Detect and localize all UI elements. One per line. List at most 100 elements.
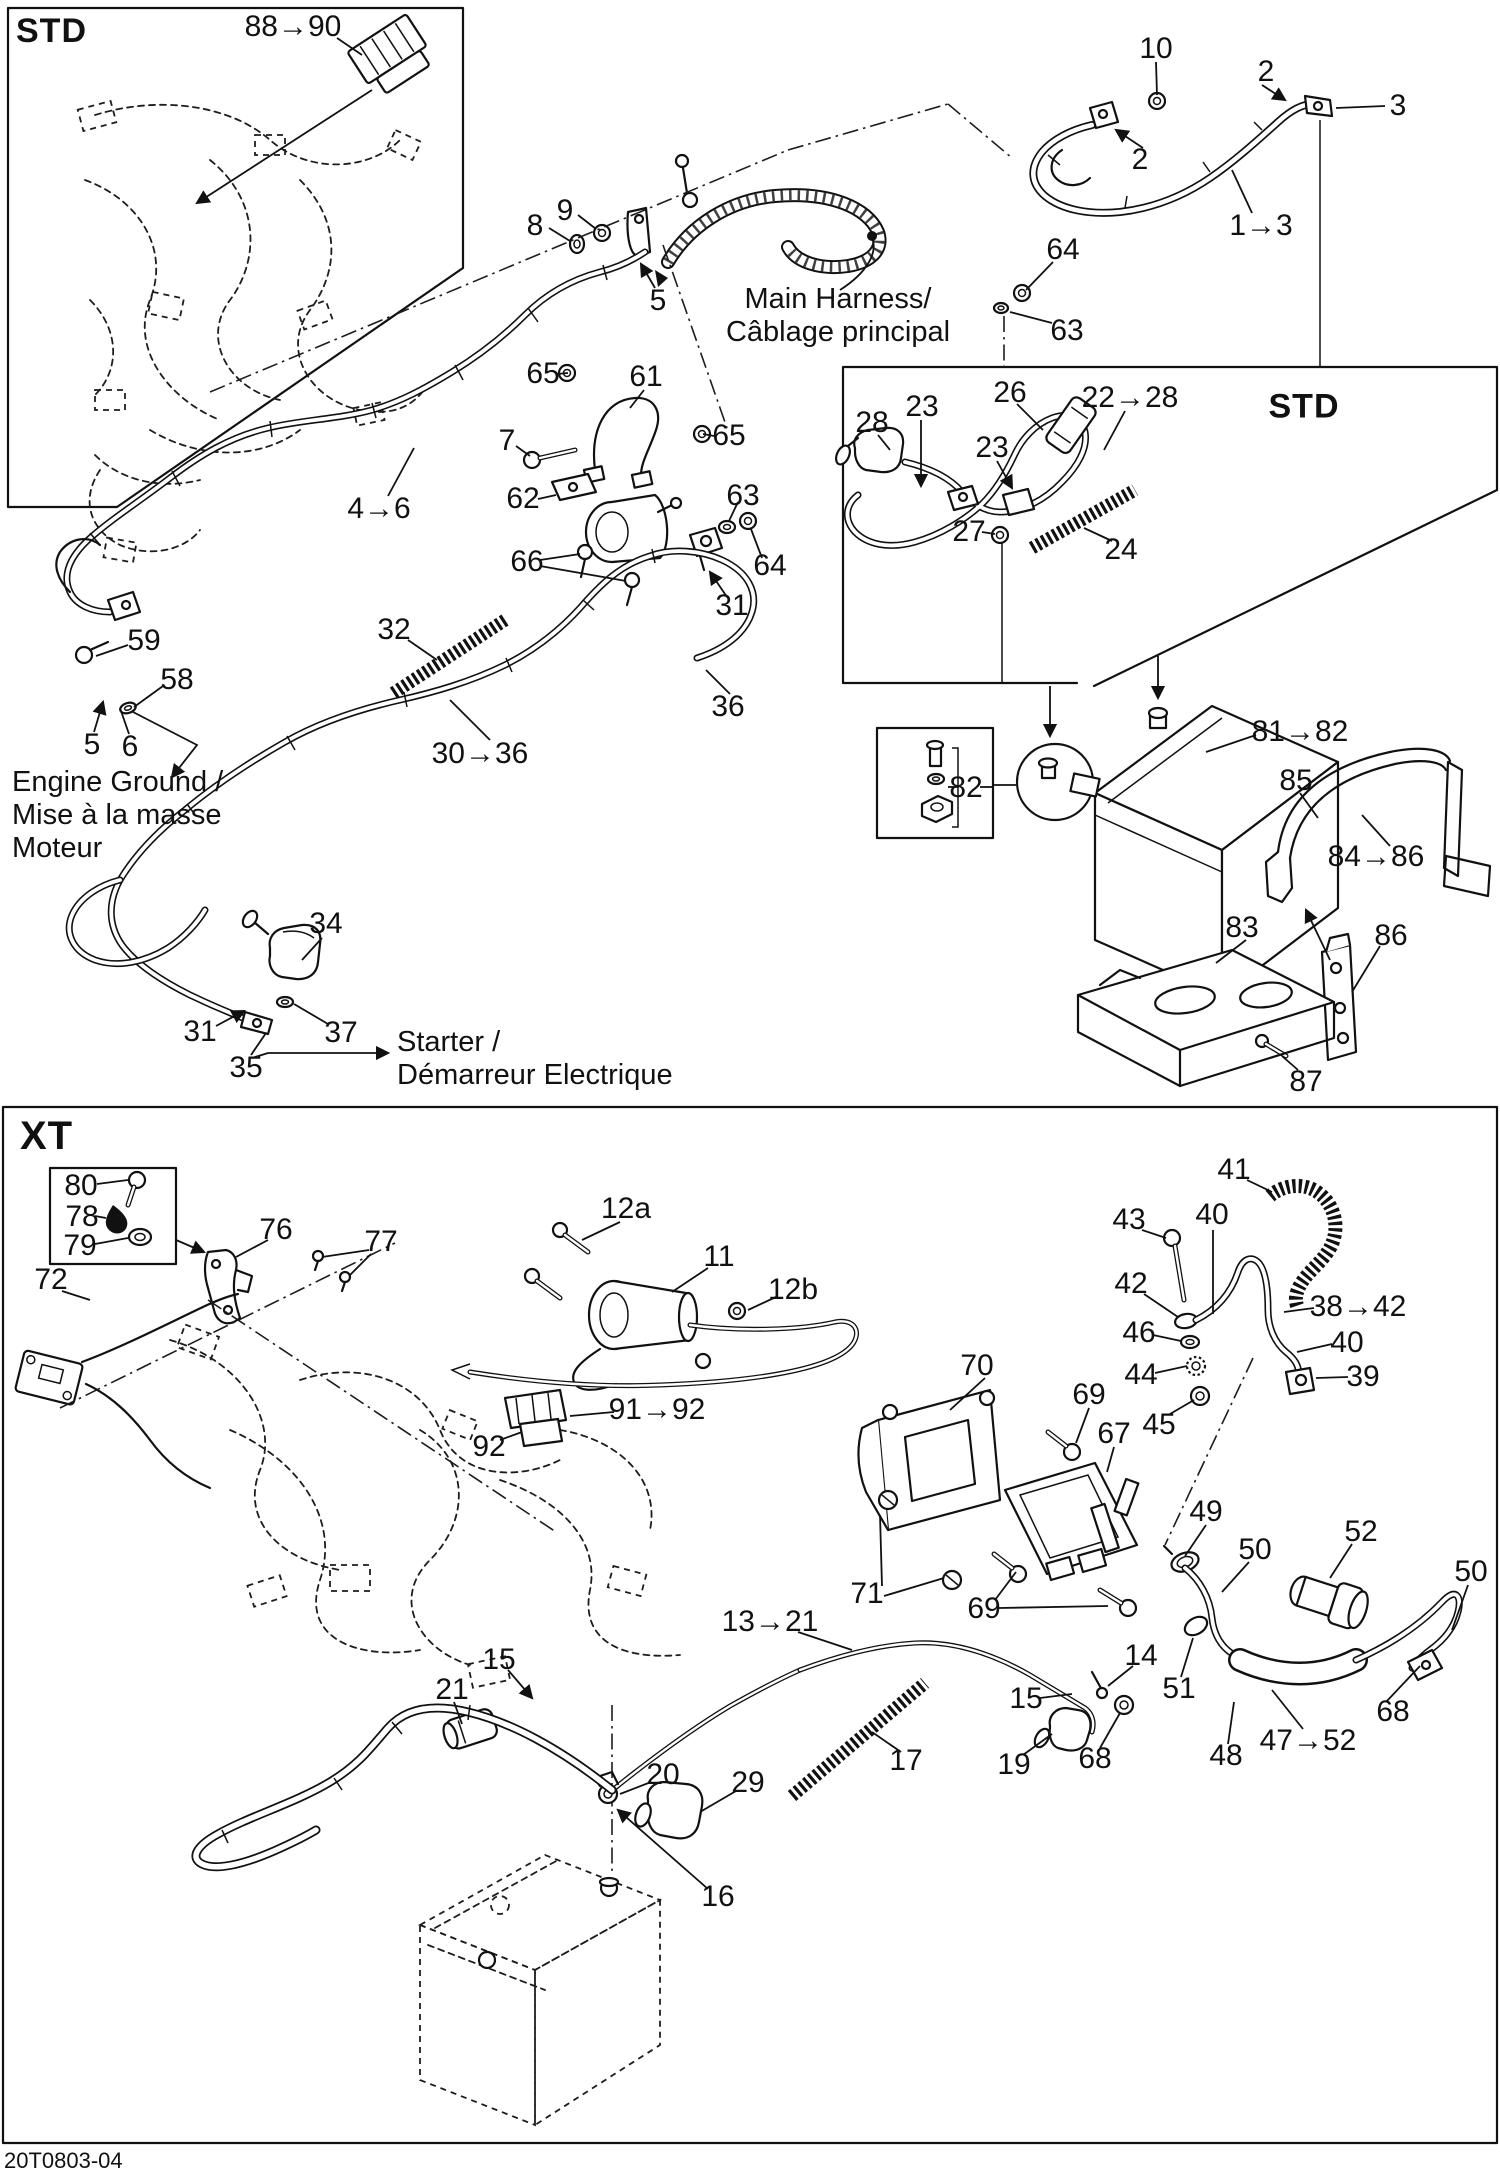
part-callout-1→3: 1→3 xyxy=(1229,209,1293,242)
part-callout-6: 6 xyxy=(121,730,139,763)
part-callout-12a: 12a xyxy=(600,1192,652,1225)
engine-ground-annotation-arrow xyxy=(132,711,199,779)
part-callout-7: 7 xyxy=(498,424,516,457)
part-callout-63: 63 xyxy=(726,479,760,512)
part-callout-63: 63 xyxy=(1050,314,1084,347)
part-callout-40: 40 xyxy=(1195,1198,1229,1231)
battery-bracket-86-icon xyxy=(1254,908,1358,1062)
annotation-main-harness: Main Harness/ Câblage principal xyxy=(726,283,950,349)
part-callout-37: 37 xyxy=(324,1016,358,1049)
part-callout-24: 24 xyxy=(1104,533,1138,566)
part-callout-64: 64 xyxy=(753,549,787,582)
part-callout-79: 79 xyxy=(63,1229,97,1262)
part-callout-86: 86 xyxy=(1374,919,1408,952)
part-callout-29: 29 xyxy=(731,1766,765,1799)
annotation-starter-line2: Démarreur Electrique xyxy=(397,1059,673,1091)
main-harness-tube-icon xyxy=(655,153,887,291)
bracket-70-icon xyxy=(857,1388,1002,1532)
part-callout-65: 65 xyxy=(526,357,560,390)
part-callout-45: 45 xyxy=(1142,1408,1176,1441)
spark-plug-cable-icon xyxy=(835,396,1139,683)
part-callout-10: 10 xyxy=(1139,32,1173,65)
part-callout-62: 62 xyxy=(506,482,540,515)
part-callout-84→86: 84→86 xyxy=(1327,840,1425,873)
part-callout-43: 43 xyxy=(1112,1203,1146,1236)
part-callout-68: 68 xyxy=(1078,1742,1112,1775)
part-callout-68: 68 xyxy=(1376,1695,1410,1728)
main-harness-xt-icon xyxy=(169,1323,681,1689)
terminal-hardware-82-box xyxy=(875,726,1016,840)
battery-icon xyxy=(1015,704,1340,998)
part-callout-64: 64 xyxy=(1046,233,1080,266)
section-label-std-right: STD xyxy=(1268,387,1340,426)
part-callout-31: 31 xyxy=(715,589,749,622)
screws-77-icon xyxy=(311,1249,352,1293)
bracket-5-icon xyxy=(568,206,652,258)
part-callout-48: 48 xyxy=(1209,1739,1243,1772)
part-callout-40: 40 xyxy=(1330,1326,1364,1359)
part-callout-35: 35 xyxy=(229,1051,263,1084)
part-code: 20T0803-04 xyxy=(4,2148,123,2173)
part-callout-80: 80 xyxy=(64,1169,98,1202)
regulator-67-icon xyxy=(1003,1461,1140,1582)
part-callout-22→28: 22→28 xyxy=(1081,381,1179,414)
part-callout-66: 66 xyxy=(510,545,544,578)
part-callout-52: 52 xyxy=(1344,1515,1378,1548)
annotation-main-harness-line1: Main Harness/ xyxy=(744,283,932,315)
part-callout-65: 65 xyxy=(712,419,746,452)
part-callout-39: 39 xyxy=(1346,1360,1380,1393)
part-callout-16: 16 xyxy=(701,1880,735,1913)
drain-hose-47-52-icon xyxy=(1090,1544,1463,1716)
part-callout-2: 2 xyxy=(1257,55,1275,88)
part-callout-92: 92 xyxy=(472,1430,506,1463)
part-callout-81→82: 81→82 xyxy=(1251,715,1349,748)
annotation-engine-ground: Engine Ground / Mise à la masse Moteur xyxy=(12,766,223,865)
annotation-starter: Starter / Démarreur Electrique xyxy=(397,1026,673,1092)
section-label-std-top: STD xyxy=(16,12,87,50)
part-callout-17: 17 xyxy=(889,1744,923,1777)
starter-motor-icon xyxy=(450,1221,859,1391)
part-callout-31: 31 xyxy=(183,1015,217,1048)
part-callout-88→90: 88→90 xyxy=(244,10,342,43)
xt-box-border xyxy=(1,1105,1499,2145)
ground-cable-30-36-icon xyxy=(65,547,758,1036)
part-callout-13→21: 13→21 xyxy=(721,1605,819,1638)
battery-xt-icon xyxy=(417,1854,663,2127)
part-callout-59: 59 xyxy=(127,624,161,657)
vent-hose-38-42-icon xyxy=(1162,1179,1343,1407)
module-72-icon xyxy=(14,1292,240,1490)
battery-cable-13-21-icon xyxy=(191,1640,1096,1872)
part-callout-78: 78 xyxy=(65,1200,99,1233)
std-top-box-border xyxy=(6,6,465,509)
part-callout-15: 15 xyxy=(1009,1682,1043,1715)
part-callout-11: 11 xyxy=(703,1240,735,1273)
annotation-engine-ground-line3: Moteur xyxy=(12,832,103,864)
part-callout-30→36: 30→36 xyxy=(431,737,529,770)
battery-strap-icon xyxy=(1264,747,1492,904)
part-callout-87: 87 xyxy=(1289,1065,1323,1098)
part-callout-21: 21 xyxy=(435,1673,469,1706)
part-callout-51: 51 xyxy=(1162,1672,1196,1705)
part-callout-49: 49 xyxy=(1189,1495,1223,1528)
annotation-engine-ground-line2: Mise à la masse xyxy=(12,799,222,831)
part-callout-58: 58 xyxy=(160,663,194,696)
part-callout-14: 14 xyxy=(1124,1639,1158,1672)
part-callout-27: 27 xyxy=(952,515,986,548)
part-callout-12b: 12b xyxy=(767,1273,819,1306)
part-callout-67: 67 xyxy=(1097,1417,1131,1450)
bracket-76-icon xyxy=(203,1248,254,1325)
part-callout-36: 36 xyxy=(711,690,745,723)
section-label-xt: XT xyxy=(20,1114,74,1158)
connector-88-90-icon xyxy=(195,14,430,205)
part-callout-61: 61 xyxy=(629,360,663,393)
ground-cable-4-6-icon xyxy=(55,248,649,715)
part-callout-72: 72 xyxy=(34,1263,68,1296)
part-callout-20: 20 xyxy=(646,1758,680,1791)
std-right-box-border xyxy=(841,365,1499,739)
annotation-main-harness-line2: Câblage principal xyxy=(725,316,951,348)
part-callout-82: 82 xyxy=(949,771,983,804)
part-callout-71: 71 xyxy=(850,1577,884,1610)
starter-annotation-arrow xyxy=(251,1045,391,1061)
